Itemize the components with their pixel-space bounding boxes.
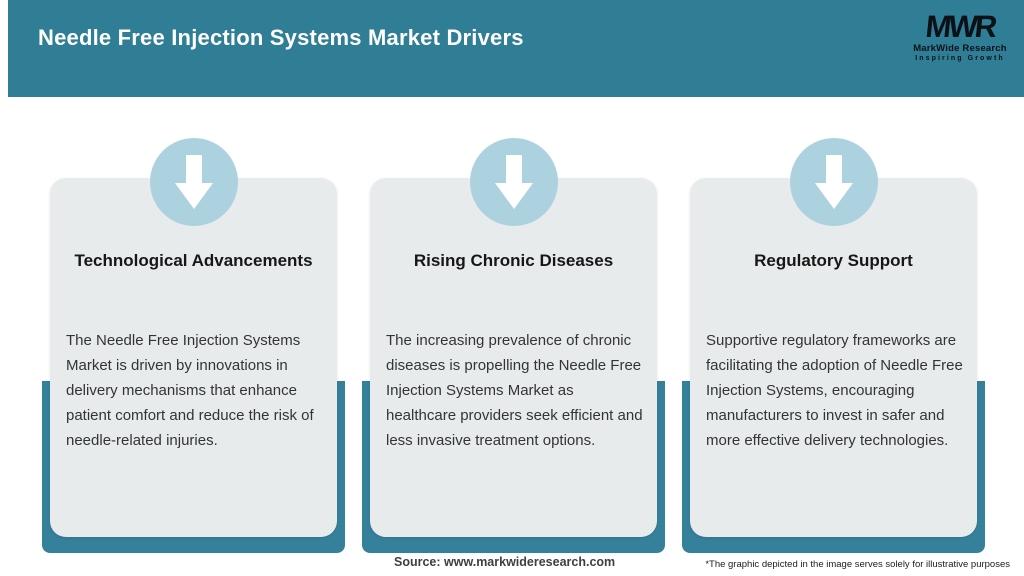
driver-card-technological-advancements: Technological Advancements The Needle Fr… (42, 138, 345, 553)
card-body: Rising Chronic Diseases The increasing p… (370, 178, 657, 537)
card-description: The Needle Free Injection Systems Market… (66, 332, 314, 449)
header-banner: Needle Free Injection Systems Market Dri… (8, 0, 1024, 97)
card-title: Technological Advancements (74, 251, 313, 270)
down-arrow-icon (814, 151, 853, 213)
logo-name: MarkWide Research (913, 43, 1007, 54)
driver-card-regulatory-support: Regulatory Support Supportive regulatory… (682, 138, 985, 553)
logo-monogram: MWR (923, 9, 997, 44)
driver-card-rising-chronic-diseases: Rising Chronic Diseases The increasing p… (362, 138, 665, 553)
card-icon-circle (469, 138, 558, 226)
card-description: The increasing prevalence of chronic dis… (386, 332, 643, 449)
card-body: Technological Advancements The Needle Fr… (50, 178, 337, 537)
card-title: Rising Chronic Diseases (413, 251, 614, 270)
card-icon-circle (789, 138, 878, 226)
card-body: Regulatory Support Supportive regulatory… (690, 178, 977, 537)
down-arrow-icon (494, 151, 533, 213)
down-arrow-icon (174, 151, 213, 213)
source-attribution: Source: www.markwideresearch.com (394, 555, 616, 569)
logo-tagline: Inspiring Growth (915, 55, 1005, 62)
page-title: Needle Free Injection Systems Market Dri… (38, 25, 524, 50)
card-title: Regulatory Support (754, 251, 913, 270)
card-description: Supportive regulatory frameworks are fac… (706, 332, 963, 449)
markwide-research-logo: MWR MarkWide Research Inspiring Growth (912, 9, 1008, 62)
card-icon-circle (149, 138, 238, 226)
disclaimer-note: *The graphic depicted in the image serve… (705, 559, 1010, 570)
